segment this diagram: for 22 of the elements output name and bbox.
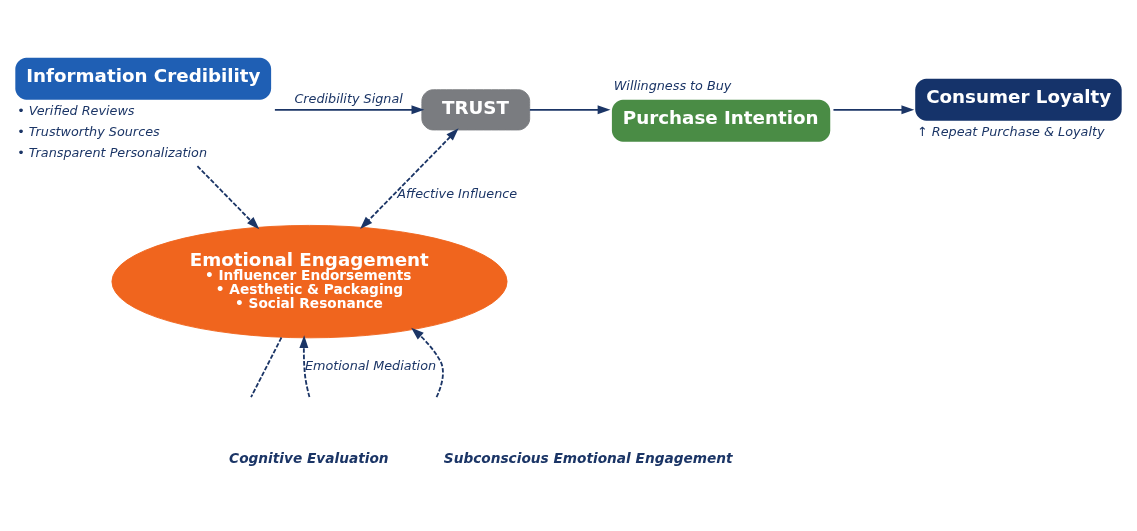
node-box: TRUST [421,89,531,131]
node-label: Willingness to Buy [613,77,732,93]
arrow [411,327,444,399]
arrow [299,335,311,398]
node-label: • Transparent Personalization [17,144,208,160]
arrow [360,128,459,230]
edge-label: Affective Influence [397,186,518,202]
node-label: • Verified Reviews [17,102,135,118]
arrow [196,165,260,230]
node-label: ↑ Repeat Purchase & Loyalty [917,123,1105,139]
node-box: Purchase Intention [611,99,831,142]
arrow [273,105,425,115]
node-box: Information Credibility [15,57,272,100]
connector [250,336,283,399]
edge-label: Emotional Mediation [304,357,437,373]
arrow [832,105,915,115]
label: Cognitive Evaluation [229,450,389,467]
edge-label: Credibility Signal [294,90,403,106]
arrow [528,105,611,115]
node-box: Consumer Loyalty [915,78,1122,121]
label: Subconscious Emotional Engagement [443,450,733,467]
node-label: • Trustworthy Sources [17,123,160,139]
